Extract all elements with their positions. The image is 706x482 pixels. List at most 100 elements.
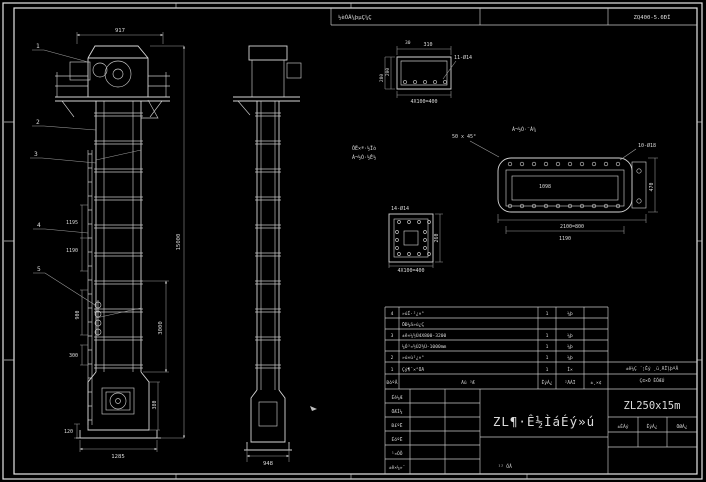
bom-row-material: ¼þ [567, 355, 573, 361]
head-top [248, 45, 288, 61]
sign-label: Éè¼Æ [391, 393, 402, 401]
dim-width-top: 917 [115, 28, 125, 34]
detail-a: 30 310 11-Ø14 4X100=400 200 280 [379, 40, 472, 105]
detail-b-chamfer: 50 x 45° [452, 134, 476, 140]
drawing-title: ZL¶·Ê½ÌáÉý»ú [493, 414, 595, 429]
inspection-door [101, 387, 135, 415]
platform [55, 96, 170, 102]
section-marks [95, 149, 142, 319]
stray-mark [310, 406, 317, 411]
head-housing [87, 45, 149, 97]
detail-a-holes: 11-Ø14 [454, 54, 472, 61]
bom-table: 4 »úÍ·²¿×° 1 ¼þ ÖÐ¼ä»ú¿Ç 3 ±ê×¼½Ú4X800-3… [384, 306, 697, 474]
revision-line2: Ç©×Ö ÈÕÆÚ [640, 376, 665, 384]
column-outer [256, 101, 280, 390]
detail-c-dim-height: 260 [434, 233, 440, 242]
front-view [55, 45, 170, 439]
bom-row-material: ¼þ [567, 344, 573, 350]
dim-section: 3000 [158, 321, 164, 334]
detail-b-dim-height: 470 [649, 182, 655, 191]
gearbox-pulley [92, 62, 108, 78]
detail-b-holes: 10-Ø18 [638, 142, 656, 149]
sign-label: Ð£ºË [391, 422, 402, 429]
revision-line1: ±ê¼Ç ´¦Êý ¸ü¸ÄÎļþºÅ [626, 364, 679, 372]
bom-row-no: 2 [391, 355, 394, 361]
dim-total-height: 15000 [176, 234, 182, 251]
detail-a-dim-h2: 280 [379, 74, 385, 83]
dim-base-width: 1285 [111, 454, 124, 460]
balloon-labels: 1 2 3 4 5 [30, 43, 97, 306]
centering-ticks [4, 3, 702, 479]
detail-a-dim-h1: 200 [385, 68, 391, 77]
bom-row-no: 4 [391, 311, 394, 317]
sign-label: ÖÆÍ¼ [391, 407, 402, 415]
platform-braces [61, 100, 163, 118]
dim-c: 900 [75, 310, 81, 319]
balloon-3: 3 [34, 151, 38, 158]
sign-label: ¹¤ÒÕ [391, 450, 402, 457]
qty-label: ÊýÁ¿ [646, 422, 657, 430]
balloon-4: 4 [37, 222, 41, 229]
detail-b-dim-width: 1190 [559, 236, 571, 242]
detail-b-dim-inner: 1098 [539, 184, 551, 190]
note-line1: ÔË×ª·½Ïò [352, 145, 376, 152]
base-side [244, 442, 292, 451]
weight-label: ÖØÁ¿ [676, 423, 687, 430]
door-side [258, 401, 278, 427]
notes: ÔË×ª·½Ïò Á¬½Ó·½Ê½ [352, 145, 376, 161]
scale-label: ±ÈÀý [617, 422, 628, 430]
ladder [87, 150, 93, 425]
boot-pulley [109, 392, 127, 410]
bom-row-qty: 1 [546, 355, 549, 361]
sign-label: ÉóºË [391, 435, 402, 443]
dim-side-base: 948 [263, 461, 274, 467]
motor-side [286, 62, 302, 79]
bom-row-name: Çý¶¯×°ÖÃ [402, 366, 424, 373]
detail-c-dim-pitch: 4X100=400 [397, 268, 424, 274]
detail-a-dim-30: 30 [405, 40, 411, 46]
front-view-dimensions: 917 15000 3000 1195 1190 900 300 120 128… [64, 28, 186, 460]
bom-row-name: »úÍ·²¿×° [402, 309, 424, 317]
detail-a-dim-pitch: 4X100=400 [410, 99, 437, 105]
casing-inner [103, 101, 134, 372]
detail-b: 50 x 45° Á¬½Ó·¨À¼ 1098 10-Ø18 470 2100=8… [452, 126, 658, 242]
boot-casing [87, 371, 150, 431]
bom-row-name: ÖÐ¼ä»ú¿Ç [402, 321, 424, 328]
detail-a-dim-width: 310 [423, 42, 432, 48]
bom-row-no: 3 [391, 333, 394, 339]
bom-row-qty: 1 [546, 344, 549, 350]
bom-row-material: ¼þ [567, 311, 573, 317]
dim-d: 300 [69, 353, 78, 359]
bom-row-name: »ú×ù²¿×° [402, 354, 424, 361]
railing [55, 72, 170, 97]
top-strip-code: ZQ400-5.6ÐÍ [633, 13, 670, 21]
motor [69, 61, 91, 81]
detail-b-dim-pitch: 2100=800 [560, 224, 584, 230]
bom-row-no: 1 [391, 367, 394, 373]
drawing-number: ZL250x15m [624, 400, 681, 412]
bom-row-name: ¼Ó³¤½Ú2½Ú-1000mm [402, 343, 446, 350]
base-plate [76, 430, 161, 439]
platform-side [233, 96, 300, 102]
bom-row-qty: 1 [546, 311, 549, 317]
flange-joints [94, 112, 143, 369]
bom-header-material: ²ÄÁÏ [564, 379, 575, 386]
end-cap [631, 161, 647, 209]
bom-row-name: ±ê×¼½Ú4X800-3200 [402, 332, 446, 339]
bom-row-material: Ì× [567, 366, 573, 373]
sheet-note: ¹² ÕÅ [498, 463, 512, 470]
casing-outer [95, 101, 142, 372]
top-strip: ½èÓÃ¼þµÇ¼Ç ZQ400-5.6ÐÍ [330, 8, 697, 26]
sign-label: ±ê×¼»¯ [389, 464, 406, 471]
bom-header-name: Ãû ³Æ [461, 379, 475, 386]
detail-b-label: Á¬½Ó·¨À¼ [512, 126, 536, 133]
note-line2: Á¬½Ó·½Ê½ [352, 153, 376, 161]
balloon-2: 2 [36, 119, 40, 126]
bom-header-no: ÐòºÅ [386, 379, 397, 386]
bom-row-qty: 1 [546, 333, 549, 339]
side-view: 948 [233, 45, 302, 467]
bom-row-qty: 1 [546, 367, 549, 373]
title-block: Éè¼Æ ÖÆÍ¼ Ð£ºË ÉóºË ¹¤ÒÕ ±ê×¼»¯ ZL¶·Ê½Ìá… [385, 389, 697, 474]
discharge-chute [141, 99, 159, 119]
